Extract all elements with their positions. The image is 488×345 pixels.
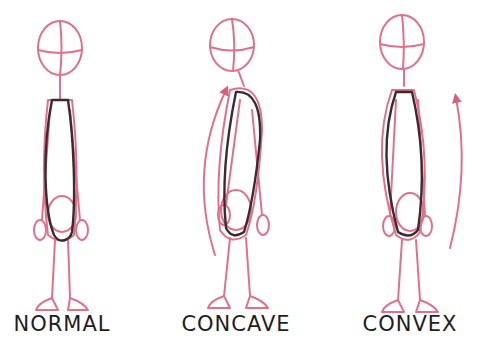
figure-label: NORMAL xyxy=(13,312,110,336)
figure-label: CONVEX xyxy=(363,312,458,336)
concave-figure xyxy=(204,19,269,308)
normal-figure xyxy=(34,21,88,310)
convex-figure xyxy=(380,15,462,312)
torso-line xyxy=(45,100,74,241)
torso-line xyxy=(224,92,260,235)
torso-line xyxy=(386,92,421,236)
figure-label: CONCAVE xyxy=(181,312,290,336)
